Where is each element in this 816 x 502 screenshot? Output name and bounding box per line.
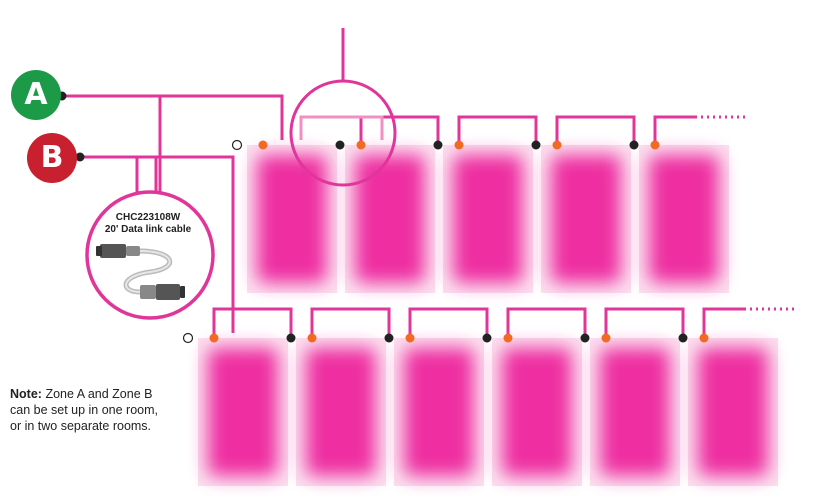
callout-ring bbox=[289, 79, 397, 187]
panel-b-6 bbox=[688, 338, 778, 486]
note-label: Note: bbox=[10, 387, 42, 401]
cable-plug-1-body bbox=[126, 246, 140, 256]
note-line-1: Zone A and Zone B bbox=[45, 387, 153, 401]
cable-plug-2-tip bbox=[180, 286, 185, 298]
cable-plug-1-tip bbox=[96, 246, 102, 256]
zone-a-badge: A bbox=[11, 70, 61, 120]
panel-glow bbox=[257, 155, 327, 283]
continuation-wire-b bbox=[702, 307, 746, 334]
link-wire-b-4 bbox=[506, 307, 587, 334]
link-wire-a-2 bbox=[359, 115, 440, 141]
link-wire-b-1 bbox=[212, 307, 293, 334]
cable-plug-2 bbox=[156, 284, 180, 300]
connector-in-b-3 bbox=[384, 333, 394, 343]
link-wire-a-4 bbox=[555, 115, 636, 141]
panel-glow bbox=[404, 348, 474, 476]
zone-a-feed-wire bbox=[62, 94, 284, 140]
link-wire-b-2 bbox=[310, 307, 391, 334]
link-wire-a-3 bbox=[457, 115, 538, 141]
panel-a-5 bbox=[639, 145, 729, 293]
connector-in-a-4 bbox=[531, 140, 541, 150]
note-line-2: can be set up in one room, bbox=[10, 403, 159, 417]
panel-glow bbox=[208, 348, 278, 476]
panel-a-4 bbox=[541, 145, 631, 293]
panel-a-3 bbox=[443, 145, 533, 293]
link-wire-b-5 bbox=[604, 307, 685, 334]
link-wire-b-3 bbox=[408, 307, 489, 334]
panel-b-4 bbox=[492, 338, 582, 486]
connector-in-a-3 bbox=[433, 140, 443, 150]
panel-b-3 bbox=[394, 338, 484, 486]
connector-in-b-4 bbox=[482, 333, 492, 343]
panel-b-1 bbox=[198, 338, 288, 486]
connector-in-b-6 bbox=[678, 333, 688, 343]
connector-out-b-1 bbox=[209, 333, 219, 343]
input-connector-a bbox=[231, 139, 243, 151]
note-line-3: or in two separate rooms. bbox=[10, 419, 152, 433]
panel-a-2 bbox=[345, 145, 435, 293]
cable-part-number: CHC223108W bbox=[115, 212, 181, 223]
zone-b-terminal bbox=[75, 152, 85, 162]
panel-glow bbox=[551, 155, 621, 283]
panel-glow bbox=[698, 348, 768, 476]
panel-glow bbox=[600, 348, 670, 476]
connector-out-a-3 bbox=[454, 140, 464, 150]
panel-glow bbox=[649, 155, 719, 283]
connector-out-a-5 bbox=[650, 140, 660, 150]
callout-link-wire bbox=[299, 115, 384, 140]
cable-cord-highlight bbox=[125, 250, 171, 293]
panel-glow bbox=[306, 348, 376, 476]
input-connector-b bbox=[182, 332, 194, 344]
connector-in-b-2 bbox=[286, 333, 296, 343]
zone-b-feed-wire bbox=[80, 155, 235, 333]
connector-in-a-2 bbox=[335, 140, 345, 150]
connector-in-b-5 bbox=[580, 333, 590, 343]
connector-out-b-6 bbox=[699, 333, 709, 343]
continuation-wire-a bbox=[653, 115, 697, 141]
cable-description: 20' Data link cable bbox=[104, 224, 192, 235]
panel-b-5 bbox=[590, 338, 680, 486]
connector-out-a-2 bbox=[356, 140, 366, 150]
connector-out-a-4 bbox=[552, 140, 562, 150]
connector-out-a-1 bbox=[258, 140, 268, 150]
zone-b-badge: B bbox=[27, 133, 77, 183]
connector-out-b-5 bbox=[601, 333, 611, 343]
panel-b-2 bbox=[296, 338, 386, 486]
connector-out-b-2 bbox=[307, 333, 317, 343]
panel-glow bbox=[453, 155, 523, 283]
data-link-cable-icon bbox=[96, 244, 185, 300]
panel-a-1 bbox=[247, 145, 337, 293]
panel-glow bbox=[355, 155, 425, 283]
note-text: Note: Zone A and Zone B can be set up in… bbox=[10, 386, 190, 434]
connector-out-b-3 bbox=[405, 333, 415, 343]
connector-in-a-5 bbox=[629, 140, 639, 150]
cable-plug-1 bbox=[100, 244, 126, 258]
connector-out-b-4 bbox=[503, 333, 513, 343]
panel-glow bbox=[502, 348, 572, 476]
cable-plug-2-body bbox=[140, 285, 156, 299]
